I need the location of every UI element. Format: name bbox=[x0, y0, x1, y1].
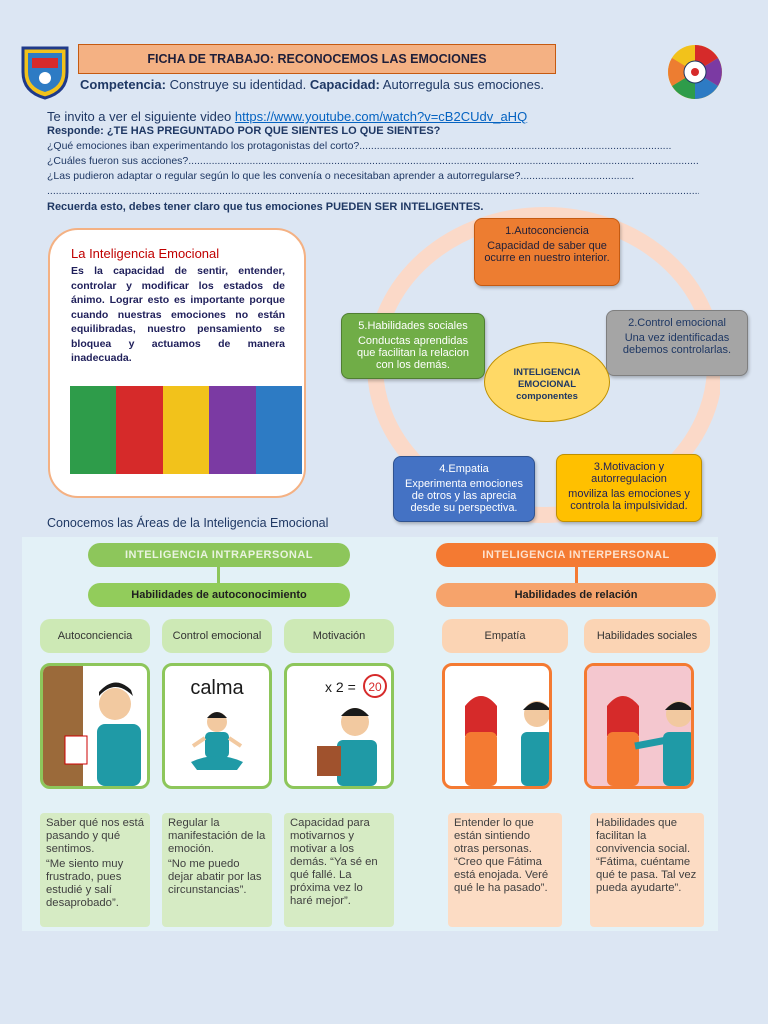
question-line: ¿Qué emociones iban experimentando los p… bbox=[47, 140, 672, 152]
component-control-emocional: 2.Control emocional Una vez identificada… bbox=[606, 310, 748, 376]
interpersonal-header: INTELIGENCIA INTERPERSONAL bbox=[436, 543, 716, 567]
anger-panel bbox=[116, 386, 163, 474]
desc-quote: “No me puedo dejar abatir por las circun… bbox=[168, 858, 262, 896]
disgust-panel bbox=[70, 386, 117, 474]
component-title: 5.Habilidades sociales bbox=[358, 320, 468, 332]
tag-autoconciencia: Autoconciencia bbox=[40, 619, 150, 653]
desc-motivacion: Capacidad para motivarnos y motivar a lo… bbox=[284, 813, 394, 927]
video-invite: Te invito a ver el siguiente video https… bbox=[47, 109, 527, 124]
desc-control-emocional: Regular la manifestación de la emoción. … bbox=[162, 813, 272, 927]
tag-habilidades-sociales: Habilidades sociales bbox=[584, 619, 710, 653]
fear-panel bbox=[209, 386, 256, 474]
inside-out-characters-image bbox=[70, 386, 303, 474]
competencia-text: Construye su identidad. bbox=[169, 77, 307, 92]
component-title: 1.Autoconciencia bbox=[505, 225, 589, 237]
worksheet-title: FICHA DE TRABAJO: RECONOCEMOS LAS EMOCIO… bbox=[78, 44, 556, 74]
answer-line: ........................................… bbox=[47, 185, 699, 197]
component-desc: Conductas aprendidas que facilitan la re… bbox=[357, 335, 469, 371]
desc-text: Saber qué nos está pasando y qué sentimo… bbox=[46, 817, 144, 855]
desc-text: Capacidad para motivarnos y motivar a lo… bbox=[290, 817, 378, 907]
component-desc: Una vez identificadas debemos controlarl… bbox=[622, 332, 732, 356]
interpersonal-subheader: Habilidades de relación bbox=[436, 583, 716, 607]
definition-card: La Inteligencia Emocional Es la capacida… bbox=[48, 228, 306, 498]
component-motivacion: 3.Motivacion y autorregulacion moviliza … bbox=[556, 454, 702, 522]
competencia-label: Competencia: bbox=[80, 77, 166, 92]
component-desc: Experimenta emociones de otros y las apr… bbox=[404, 478, 523, 514]
definition-title: La Inteligencia Emocional bbox=[71, 246, 220, 261]
reminder-text: Recuerda esto, debes tener claro que tus… bbox=[47, 201, 484, 213]
math-equation: x 2 = bbox=[325, 679, 356, 695]
component-empatia: 4.Empatia Experimenta emociones de otros… bbox=[393, 456, 535, 522]
center-line: componentes bbox=[516, 391, 578, 402]
calma-text: calma bbox=[190, 677, 244, 699]
motivation-math-illustration: x 2 = 20 bbox=[284, 663, 394, 789]
areas-infographic: INTELIGENCIA INTRAPERSONAL INTELIGENCIA … bbox=[22, 537, 718, 931]
areas-title: Conocemos las Áreas de la Inteligencia E… bbox=[47, 516, 329, 530]
desc-text: Habilidades que facilitan la convivencia… bbox=[596, 817, 697, 894]
social-skills-illustration bbox=[584, 663, 694, 789]
calm-meditation-illustration: calma bbox=[162, 663, 272, 789]
component-title: 4.Empatia bbox=[439, 463, 489, 475]
desc-text: Regular la manifestación de la emoción. bbox=[168, 817, 266, 855]
frustrated-boy-illustration bbox=[40, 663, 150, 789]
component-title: 2.Control emocional bbox=[628, 317, 726, 329]
video-link[interactable]: https://www.youtube.com/watch?v=cB2CUdv_… bbox=[234, 109, 528, 124]
math-result: 20 bbox=[368, 680, 382, 694]
capacidad-label: Capacidad: bbox=[309, 77, 380, 92]
emotions-wheel-logo bbox=[668, 45, 722, 99]
joy-panel bbox=[162, 386, 210, 474]
desc-empatia: Entender lo que están sintiendo otras pe… bbox=[448, 813, 562, 927]
sadness-panel bbox=[255, 386, 303, 474]
component-title: 3.Motivacion y autorregulacion bbox=[591, 461, 667, 485]
school-crest-logo bbox=[21, 46, 69, 100]
intrapersonal-subheader: Habilidades de autoconocimiento bbox=[88, 583, 350, 607]
question-line: ¿Cuáles fueron sus acciones?............… bbox=[47, 155, 699, 167]
desc-text: Entender lo que están sintiendo otras pe… bbox=[454, 817, 549, 894]
empathy-illustration bbox=[442, 663, 552, 789]
capacidad-text: Autorregula sus emociones. bbox=[382, 77, 544, 92]
question-line: ¿Las pudieron adaptar o regular según lo… bbox=[47, 170, 635, 182]
component-habilidades-sociales: 5.Habilidades sociales Conductas aprendi… bbox=[341, 313, 485, 379]
component-desc: moviliza las emociones y controla la imp… bbox=[568, 488, 690, 512]
component-autoconciencia: 1.Autoconciencia Capacidad de saber que … bbox=[474, 218, 620, 286]
center-line: INTELIGENCIA bbox=[513, 367, 581, 378]
center-line: EMOCIONAL bbox=[517, 379, 577, 390]
tag-control-emocional: Control emocional bbox=[162, 619, 272, 653]
connector bbox=[575, 567, 578, 583]
center-oval: INTELIGENCIA EMOCIONAL componentes bbox=[484, 342, 610, 422]
intrapersonal-header: INTELIGENCIA INTRAPERSONAL bbox=[88, 543, 350, 567]
desc-quote: “Me siento muy frustrado, pues estudié y… bbox=[46, 858, 124, 909]
desc-habilidades-sociales: Habilidades que facilitan la convivencia… bbox=[590, 813, 704, 927]
competencia-line: Competencia: Construye su identidad. Cap… bbox=[80, 77, 544, 92]
definition-text: Es la capacidad de sentir, entender, con… bbox=[71, 265, 285, 364]
responde-heading: Responde: ¿TE HAS PREGUNTADO POR QUE SIE… bbox=[47, 125, 441, 137]
tag-motivacion: Motivación bbox=[284, 619, 394, 653]
desc-autoconciencia: Saber qué nos está pasando y qué sentimo… bbox=[40, 813, 150, 927]
connector bbox=[217, 567, 220, 583]
component-desc: Capacidad de saber que ocurre en nuestro… bbox=[484, 240, 610, 264]
invite-text: Te invito a ver el siguiente video bbox=[47, 109, 232, 124]
tag-empatia: Empatía bbox=[442, 619, 568, 653]
